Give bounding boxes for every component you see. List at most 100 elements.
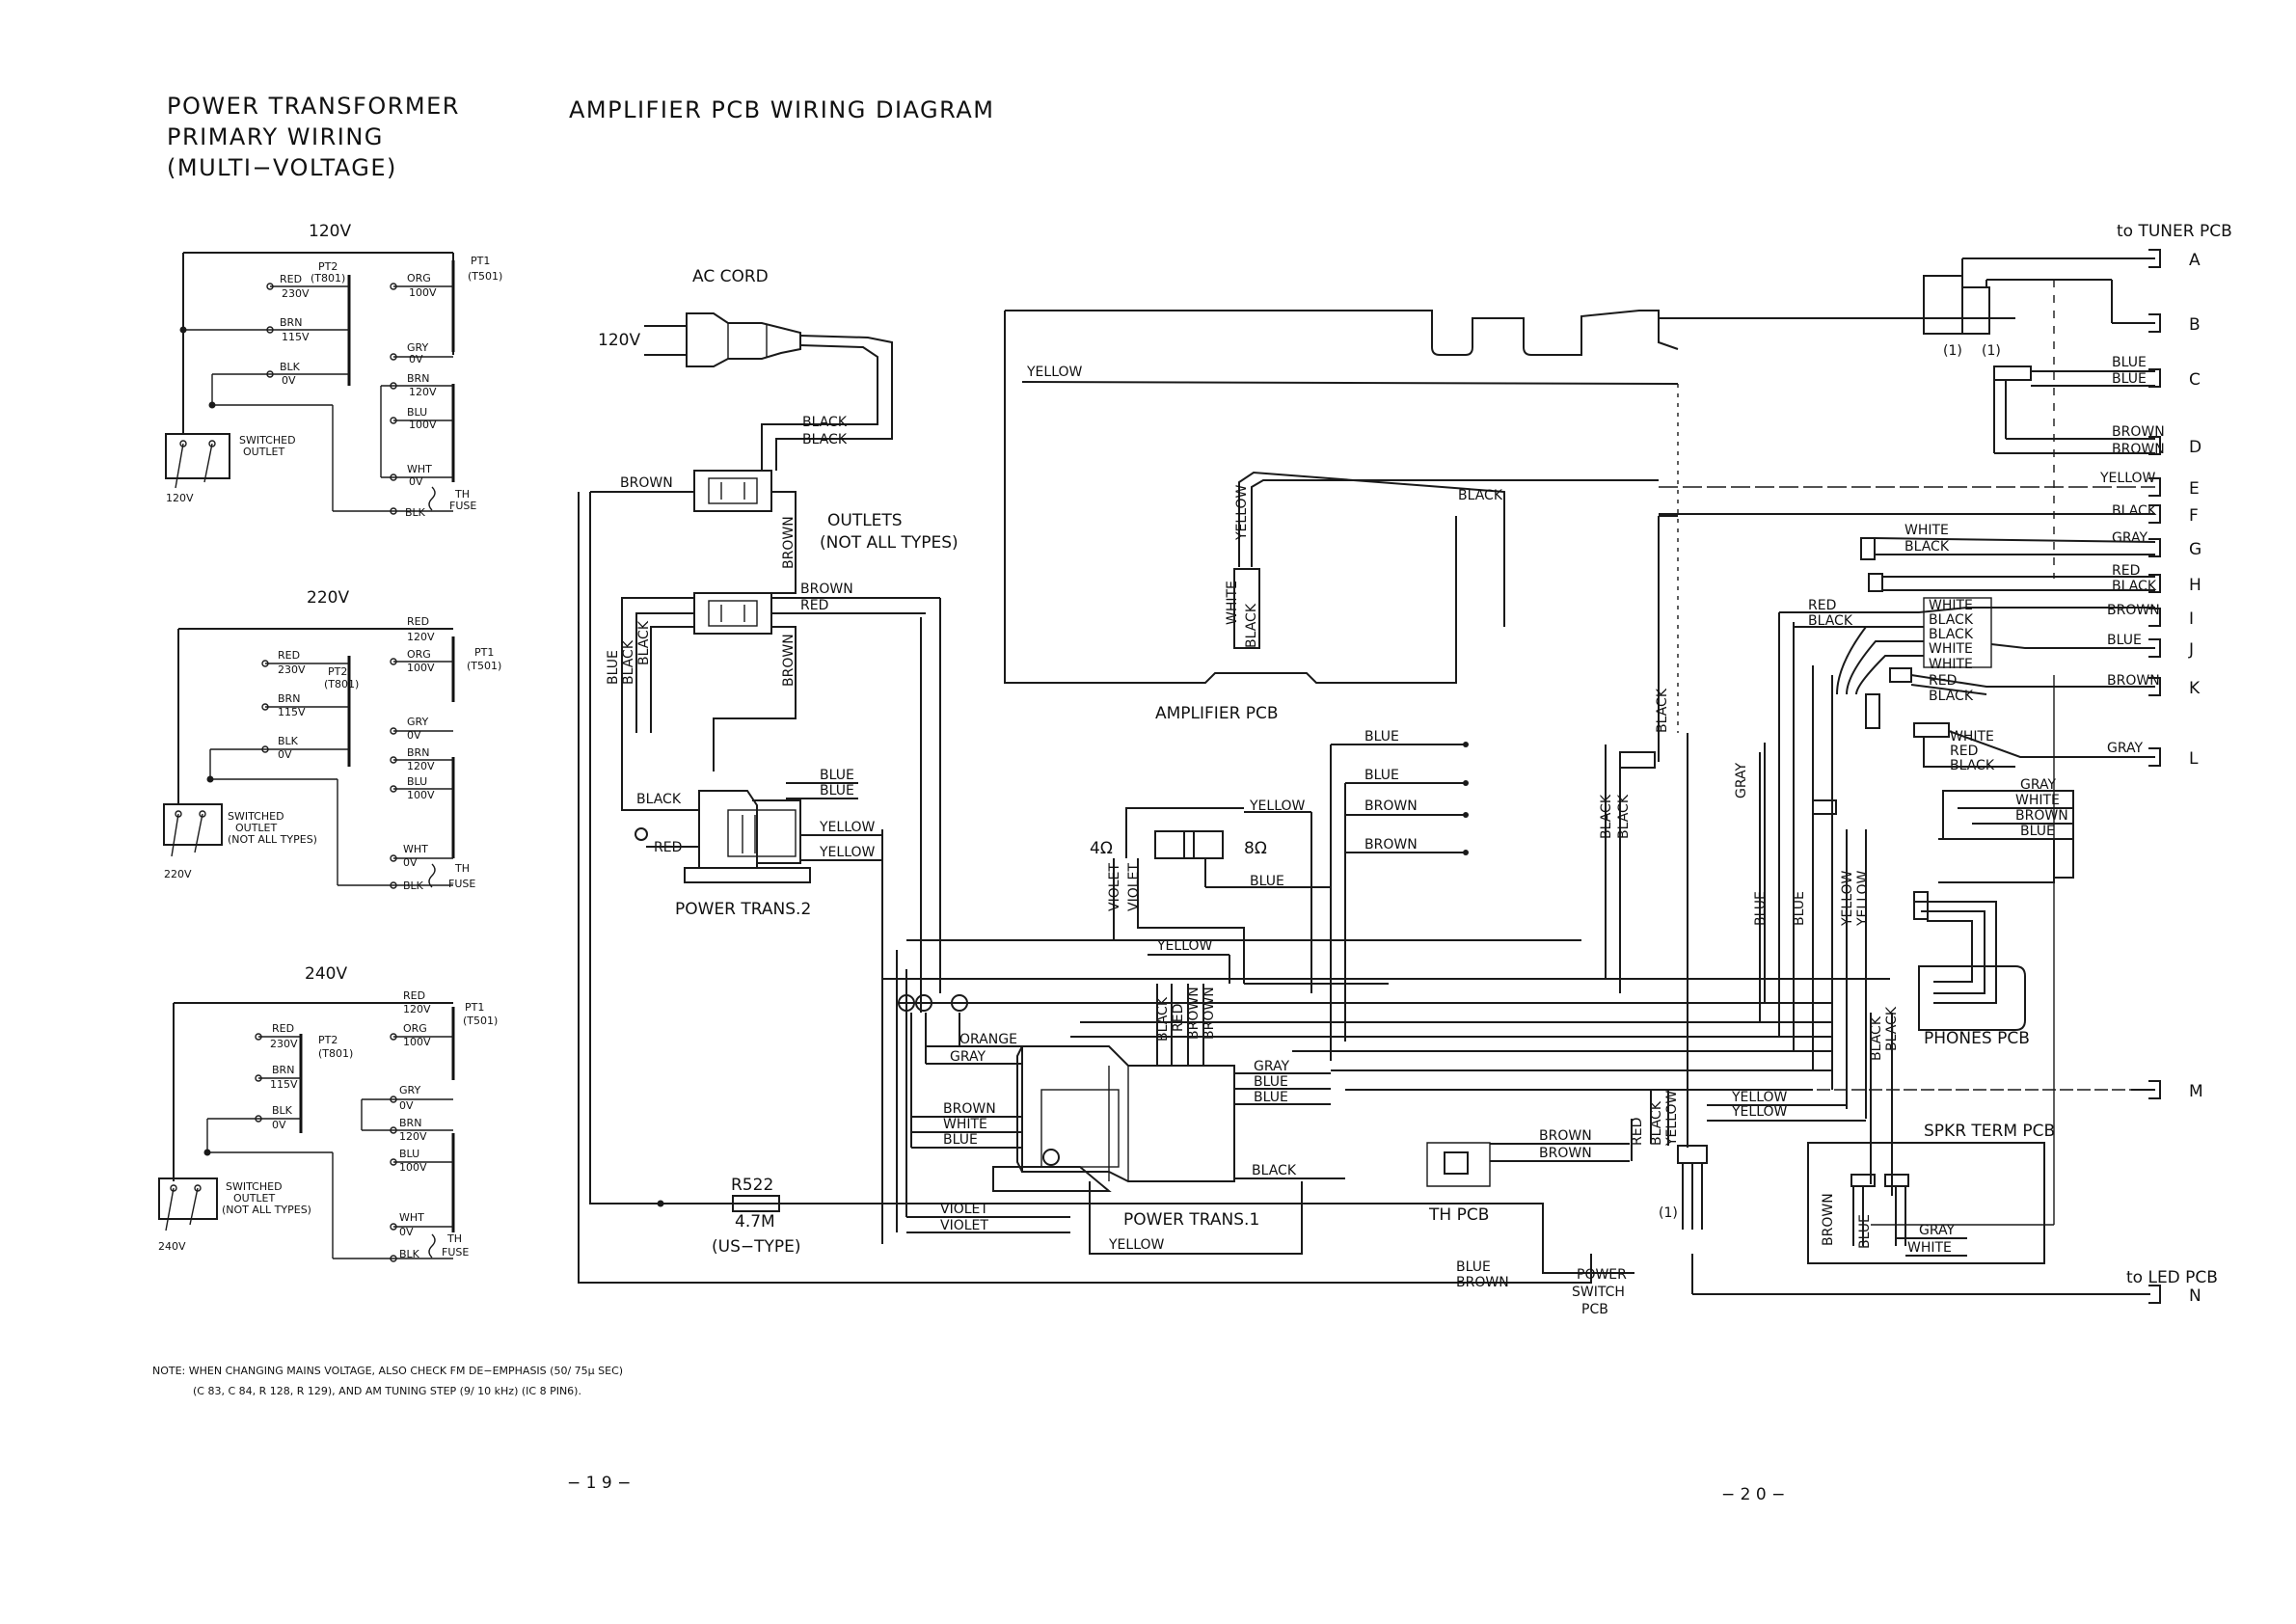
connector-bracket-f (2148, 504, 2161, 524)
primary-220v-block: 220V PT2 (T801) RED 230V BRN 115V BLK 0V… (163, 588, 501, 892)
svg-text:YELLOW: YELLOW (1731, 1104, 1788, 1120)
svg-text:RED: RED (1630, 1118, 1645, 1146)
svg-text:OUTLET: OUTLET (233, 1192, 276, 1204)
svg-text:GRAY: GRAY (2107, 741, 2143, 756)
svg-text:(1): (1) (1982, 343, 2001, 359)
svg-text:R522: R522 (731, 1176, 773, 1195)
svg-text:WHITE: WHITE (2015, 793, 2060, 808)
primary-120v-block: 120V PT2 (T801) RED 230V BRN 115V BLK 0V… (165, 222, 502, 519)
svg-text:115V: 115V (282, 331, 310, 343)
svg-text:0V: 0V (282, 374, 296, 387)
svg-text:YELLOW: YELLOW (2099, 471, 2156, 486)
ac-cord-label: AC CORD (692, 267, 769, 286)
svg-text:PHONES PCB: PHONES PCB (1924, 1029, 2030, 1048)
svg-text:FUSE: FUSE (448, 878, 475, 890)
svg-text:BLACK: BLACK (802, 432, 848, 447)
connector-bracket-i (2148, 608, 2161, 627)
svg-text:BRN: BRN (272, 1064, 294, 1076)
svg-text:YELLOW: YELLOW (819, 845, 876, 860)
svg-text:BLACK: BLACK (1929, 627, 1974, 642)
svg-text:120V: 120V (409, 386, 437, 398)
svg-text:BLU: BLU (407, 775, 427, 788)
th-pcb-connector (1444, 1151, 1469, 1175)
primary-120v-label: 120V (309, 222, 351, 241)
svg-text:120V: 120V (399, 1130, 427, 1143)
svg-text:PT2: PT2 (318, 1034, 338, 1046)
connector-bracket-n (2148, 1285, 2161, 1304)
svg-text:WHITE: WHITE (943, 1117, 987, 1132)
svg-text:BROWN: BROWN (943, 1101, 996, 1117)
connector-letter-j: J (2188, 640, 2194, 660)
plug-icon (686, 312, 801, 367)
power-trans-1: POWER TRANS.1 YELLOW BLACK GRAY BLUE BLU… (898, 984, 1345, 1255)
svg-text:4.7M: 4.7M (735, 1212, 775, 1232)
svg-text:BLACK: BLACK (1599, 794, 1614, 839)
svg-text:BROWN: BROWN (1364, 798, 1418, 814)
connector-letter-i: I (2189, 609, 2194, 629)
main-title: AMPLIFIER PCB WIRING DIAGRAM (569, 96, 994, 123)
svg-text:TH PCB: TH PCB (1428, 1205, 1489, 1225)
note-line2: (C 83, C 84, R 128, R 129), AND AM TUNIN… (193, 1385, 581, 1397)
outlets: OUTLETS (NOT ALL TYPES) BROWN BROWN BROW… (590, 470, 959, 811)
svg-text:115V: 115V (278, 706, 306, 718)
svg-text:BLACK: BLACK (1458, 488, 1503, 503)
svg-text:100V: 100V (403, 1036, 431, 1048)
svg-text:GRAY: GRAY (2112, 530, 2147, 546)
phones-pcb: PHONES PCB (1913, 838, 2055, 1048)
connector-bracket-d (2148, 436, 2161, 455)
svg-text:(1): (1) (1943, 343, 1962, 359)
svg-text:BLUE: BLUE (1753, 891, 1769, 926)
svg-text:BLK: BLK (272, 1104, 293, 1117)
primary-240v-block: 240V PT2 (T801) RED 230V BRN 115V BLK 0V… (158, 964, 498, 1262)
switched-outlet-240v (158, 1177, 218, 1220)
svg-text:4Ω: 4Ω (1090, 839, 1113, 858)
power-switch-label-3: PCB (1581, 1302, 1608, 1317)
power-trans-2: BLACK RED BLUE BLUE YELLOW YELLOW POWER … (632, 768, 882, 919)
svg-text:100V: 100V (407, 789, 435, 801)
svg-text:TH: TH (454, 488, 470, 501)
svg-text:BLUE: BLUE (1254, 1074, 1288, 1090)
connector-letter-a: A (2189, 251, 2201, 270)
connector-bracket-k (2148, 677, 2161, 696)
svg-text:BLK: BLK (405, 506, 426, 519)
svg-text:BROWN: BROWN (1539, 1146, 1592, 1161)
svg-text:YELLOW: YELLOW (1731, 1090, 1788, 1105)
svg-text:WHITE: WHITE (1929, 598, 1973, 613)
svg-text:PT1: PT1 (465, 1001, 484, 1014)
svg-text:BLACK: BLACK (636, 620, 652, 665)
svg-text:BLU: BLU (399, 1148, 419, 1160)
svg-text:PT1: PT1 (474, 646, 494, 659)
connector-letter-m: M (2189, 1082, 2203, 1101)
svg-text:BROWN: BROWN (2015, 808, 2068, 824)
svg-text:BLK: BLK (399, 1248, 420, 1260)
connector-letter-b: B (2189, 315, 2201, 335)
note-line1: NOTE: WHEN CHANGING MAINS VOLTAGE, ALSO … (152, 1365, 623, 1377)
svg-text:YELLOW: YELLOW (819, 820, 876, 835)
connector-bracket-a (2148, 249, 2161, 268)
svg-text:0V: 0V (409, 475, 423, 488)
left-title-line2: PRIMARY WIRING (167, 123, 384, 150)
svg-text:220V: 220V (164, 868, 192, 880)
svg-text:BLACK: BLACK (621, 639, 636, 685)
connector-bracket-g (2148, 538, 2161, 557)
svg-text:OUTLET: OUTLET (243, 446, 285, 458)
outlets-label-2: (NOT ALL TYPES) (820, 533, 959, 553)
svg-text:0V: 0V (278, 748, 292, 761)
svg-text:RED: RED (1950, 744, 1978, 759)
svg-text:WHT: WHT (407, 463, 432, 475)
svg-text:230V: 230V (270, 1038, 298, 1050)
svg-text:RED: RED (278, 649, 300, 662)
svg-text:BROWN: BROWN (1186, 987, 1202, 1040)
to-led-label: to LED PCB (2126, 1268, 2218, 1287)
svg-text:VIOLET: VIOLET (940, 1202, 988, 1217)
connector-letter-f: F (2189, 506, 2199, 526)
page-number-left: − 1 9 − (567, 1474, 631, 1493)
svg-text:YELLOW: YELLOW (1855, 870, 1871, 927)
to-tuner-label: to TUNER PCB (2117, 222, 2232, 241)
svg-text:ORG: ORG (403, 1022, 427, 1035)
svg-text:BLK: BLK (280, 361, 301, 373)
left-title-line1: POWER TRANSFORMER (167, 93, 460, 120)
svg-text:GRAY: GRAY (1734, 763, 1749, 798)
svg-text:YELLOW: YELLOW (1234, 484, 1250, 541)
svg-text:(US−TYPE): (US−TYPE) (712, 1237, 801, 1257)
